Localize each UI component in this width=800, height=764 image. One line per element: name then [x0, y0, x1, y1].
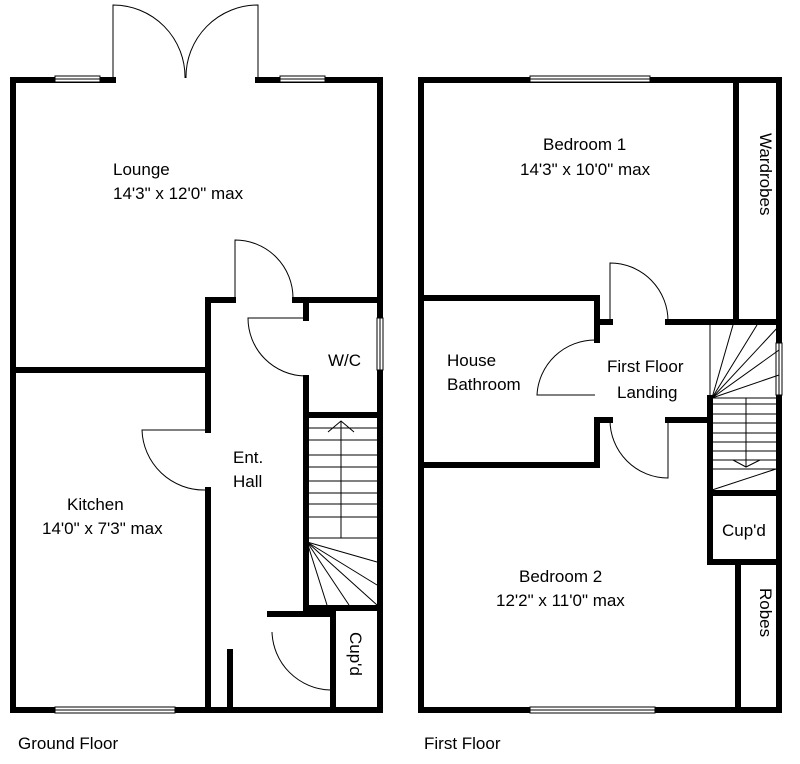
robes-label: Robes	[756, 588, 775, 637]
landing-bottom-wall	[594, 417, 782, 496]
ground-outer-walls	[10, 77, 383, 713]
bathroom-door	[536, 339, 596, 396]
kitchen-door	[141, 429, 206, 491]
wc-label: W/C	[328, 351, 361, 370]
bathroom-label-1: House	[447, 351, 496, 370]
lounge-door	[234, 239, 294, 299]
bedroom1-door	[609, 262, 669, 323]
bedroom1-bottom-wall	[418, 295, 782, 325]
bedroom2-label: Bedroom 2	[519, 567, 602, 586]
bedroom2-size: 12'2" x 11'0" max	[496, 591, 625, 610]
wc-door	[247, 317, 306, 377]
landing-label-2: Landing	[617, 383, 678, 402]
ground-cupboard-label: Cup'd	[346, 632, 365, 676]
bathroom-walls	[418, 319, 600, 468]
bedroom1-label: Bedroom 1	[543, 135, 626, 154]
lounge-size: 14'3" x 12'0" max	[113, 184, 244, 203]
first-cupboard-label: Cup'd	[722, 521, 766, 540]
hall-label-2: Hall	[233, 472, 262, 491]
bedroom1-size: 14'3" x 10'0" max	[520, 160, 651, 179]
ground-floor-plan: Lounge 14'3" x 12'0" max Kitchen 14'0" x…	[10, 4, 384, 753]
hall-label-1: Ent.	[233, 448, 263, 467]
lounge-label: Lounge	[113, 160, 170, 179]
wc-walls	[303, 297, 383, 611]
ground-floor-caption: Ground Floor	[18, 734, 118, 753]
first-outer-walls	[418, 77, 782, 713]
front-door	[271, 631, 331, 691]
bathroom-label-2: Bathroom	[447, 375, 521, 394]
kitchen-size: 14'0" x 7'3" max	[42, 519, 163, 538]
kitchen-label: Kitchen	[67, 495, 124, 514]
cupboard-walls	[267, 611, 336, 713]
hall-walls	[205, 297, 383, 713]
ground-stairs	[306, 420, 378, 606]
first-floor-caption: First Floor	[424, 734, 501, 753]
bedroom2-door	[609, 419, 669, 479]
first-stairs	[709, 322, 780, 491]
first-floor-plan: Bedroom 1 14'3" x 10'0" max Wardrobes Ho…	[418, 75, 783, 753]
french-doors	[112, 4, 259, 80]
cupboard-robes-walls	[707, 395, 782, 713]
wardrobes-label: Wardrobes	[756, 133, 775, 216]
landing-label-1: First Floor	[607, 357, 684, 376]
